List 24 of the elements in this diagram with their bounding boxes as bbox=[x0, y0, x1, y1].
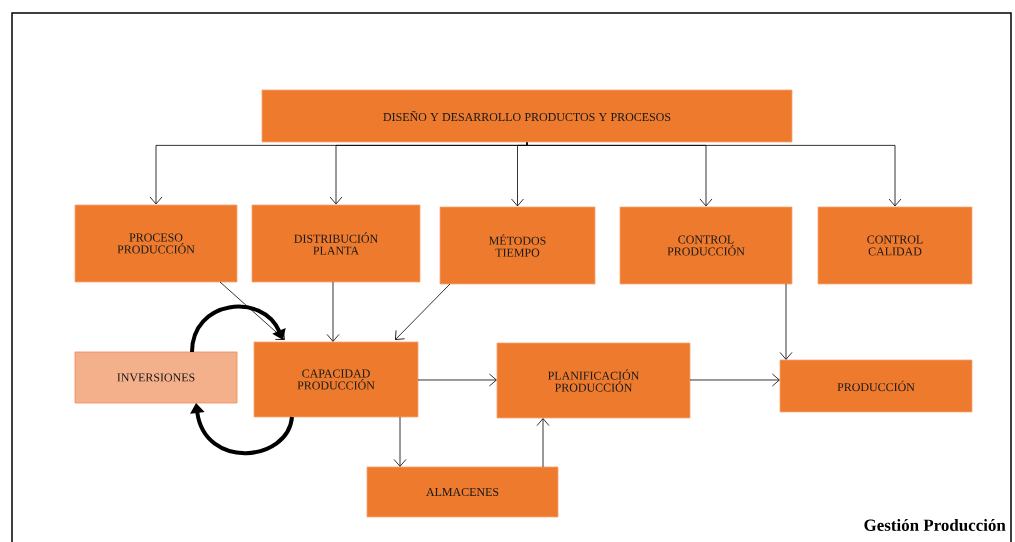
arrow bbox=[417, 373, 497, 387]
arrow bbox=[511, 142, 528, 207]
process-box: CONTROL CALIDAD bbox=[817, 206, 973, 285]
arrow bbox=[219, 281, 285, 340]
arrow bbox=[190, 304, 286, 353]
process-box: DISTRIBUCIÓN PLANTA bbox=[251, 204, 421, 283]
diagram-caption: Gestión Producción bbox=[864, 519, 1006, 531]
arrow bbox=[689, 373, 780, 387]
arrow bbox=[779, 283, 793, 360]
process-box: ALMACENES bbox=[366, 466, 559, 518]
process-box: CAPACIDAD PRODUCCIÓN bbox=[253, 341, 419, 418]
process-box: DISEÑO Y DESARROLLO PRODUCTOS Y PROCESOS bbox=[261, 89, 793, 143]
process-box: MÉTODOS TIEMPO bbox=[439, 206, 596, 285]
arrow bbox=[393, 416, 407, 467]
process-box: PRODUCCIÓN bbox=[779, 359, 973, 413]
arrow bbox=[536, 418, 550, 468]
arrow bbox=[395, 283, 451, 340]
process-box: PROCESO PRODUCCIÓN bbox=[74, 204, 238, 283]
arrow bbox=[190, 403, 294, 455]
arrow bbox=[526, 142, 902, 207]
process-box: INVERSIONES bbox=[74, 351, 238, 404]
arrow bbox=[326, 281, 340, 342]
process-box: CONTROL PRODUCCIÓN bbox=[619, 206, 793, 285]
process-box: PLANIFICACIÓN PRODUCCIÓN bbox=[496, 342, 691, 419]
